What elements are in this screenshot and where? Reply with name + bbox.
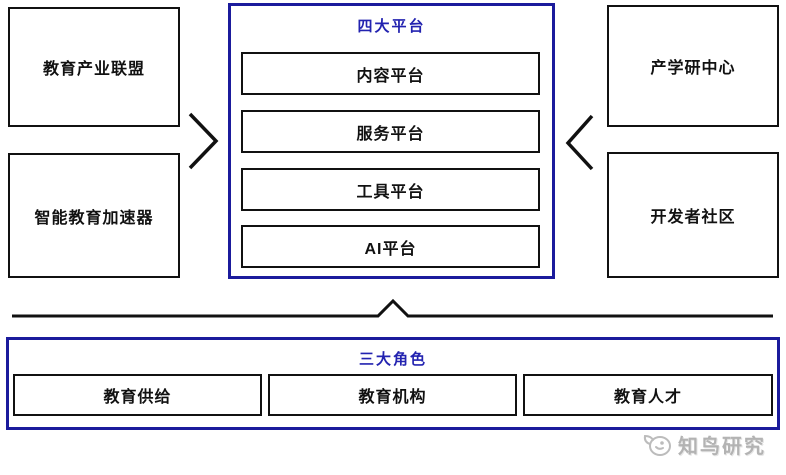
four-platforms-panel: 四大平台 内容平台 服务平台 工具平台 AI平台: [228, 3, 555, 279]
box-label: 内容平台: [356, 67, 425, 85]
box-label: 产学研中心: [650, 60, 736, 77]
box-ai-platform: AI平台: [241, 225, 540, 268]
watermark: 知鸟研究: [642, 430, 766, 459]
box-label: 教育人才: [613, 389, 682, 406]
box-label: 智能教育加速器: [34, 209, 154, 227]
watermark-text: 知鸟研究: [678, 436, 766, 458]
box-label: 教育产业联盟: [42, 61, 145, 78]
bird-icon: [643, 434, 671, 456]
box-label: AI平台: [364, 240, 417, 258]
bird-eye: [660, 440, 664, 445]
chevron-left-icon: [565, 114, 594, 171]
box-education-industry-alliance: 教育产业联盟: [8, 7, 180, 127]
divider-line-with-peak-icon: [12, 298, 773, 318]
box-education-talent: 教育人才: [523, 374, 773, 416]
box-service-platform: 服务平台: [241, 110, 540, 153]
box-smart-education-accelerator: 智能教育加速器: [8, 153, 180, 278]
box-developer-community: 开发者社区: [607, 152, 779, 278]
three-roles-title: 三大角色: [358, 351, 427, 368]
box-content-platform: 内容平台: [241, 52, 540, 95]
four-platforms-title: 四大平台: [357, 18, 426, 35]
box-label: 开发者社区: [650, 209, 736, 226]
box-tool-platform: 工具平台: [241, 168, 540, 211]
three-roles-panel: 三大角色 教育供给 教育机构 教育人才: [6, 337, 780, 430]
box-label: 服务平台: [356, 125, 425, 143]
box-education-institutions: 教育机构: [268, 374, 517, 416]
box-label: 教育供给: [103, 389, 172, 406]
box-label: 工具平台: [356, 183, 425, 201]
chevron-right-icon: [188, 112, 219, 170]
box-education-supply: 教育供给: [13, 374, 262, 416]
box-label: 教育机构: [358, 389, 427, 406]
box-industry-academia-research-center: 产学研中心: [607, 5, 779, 127]
